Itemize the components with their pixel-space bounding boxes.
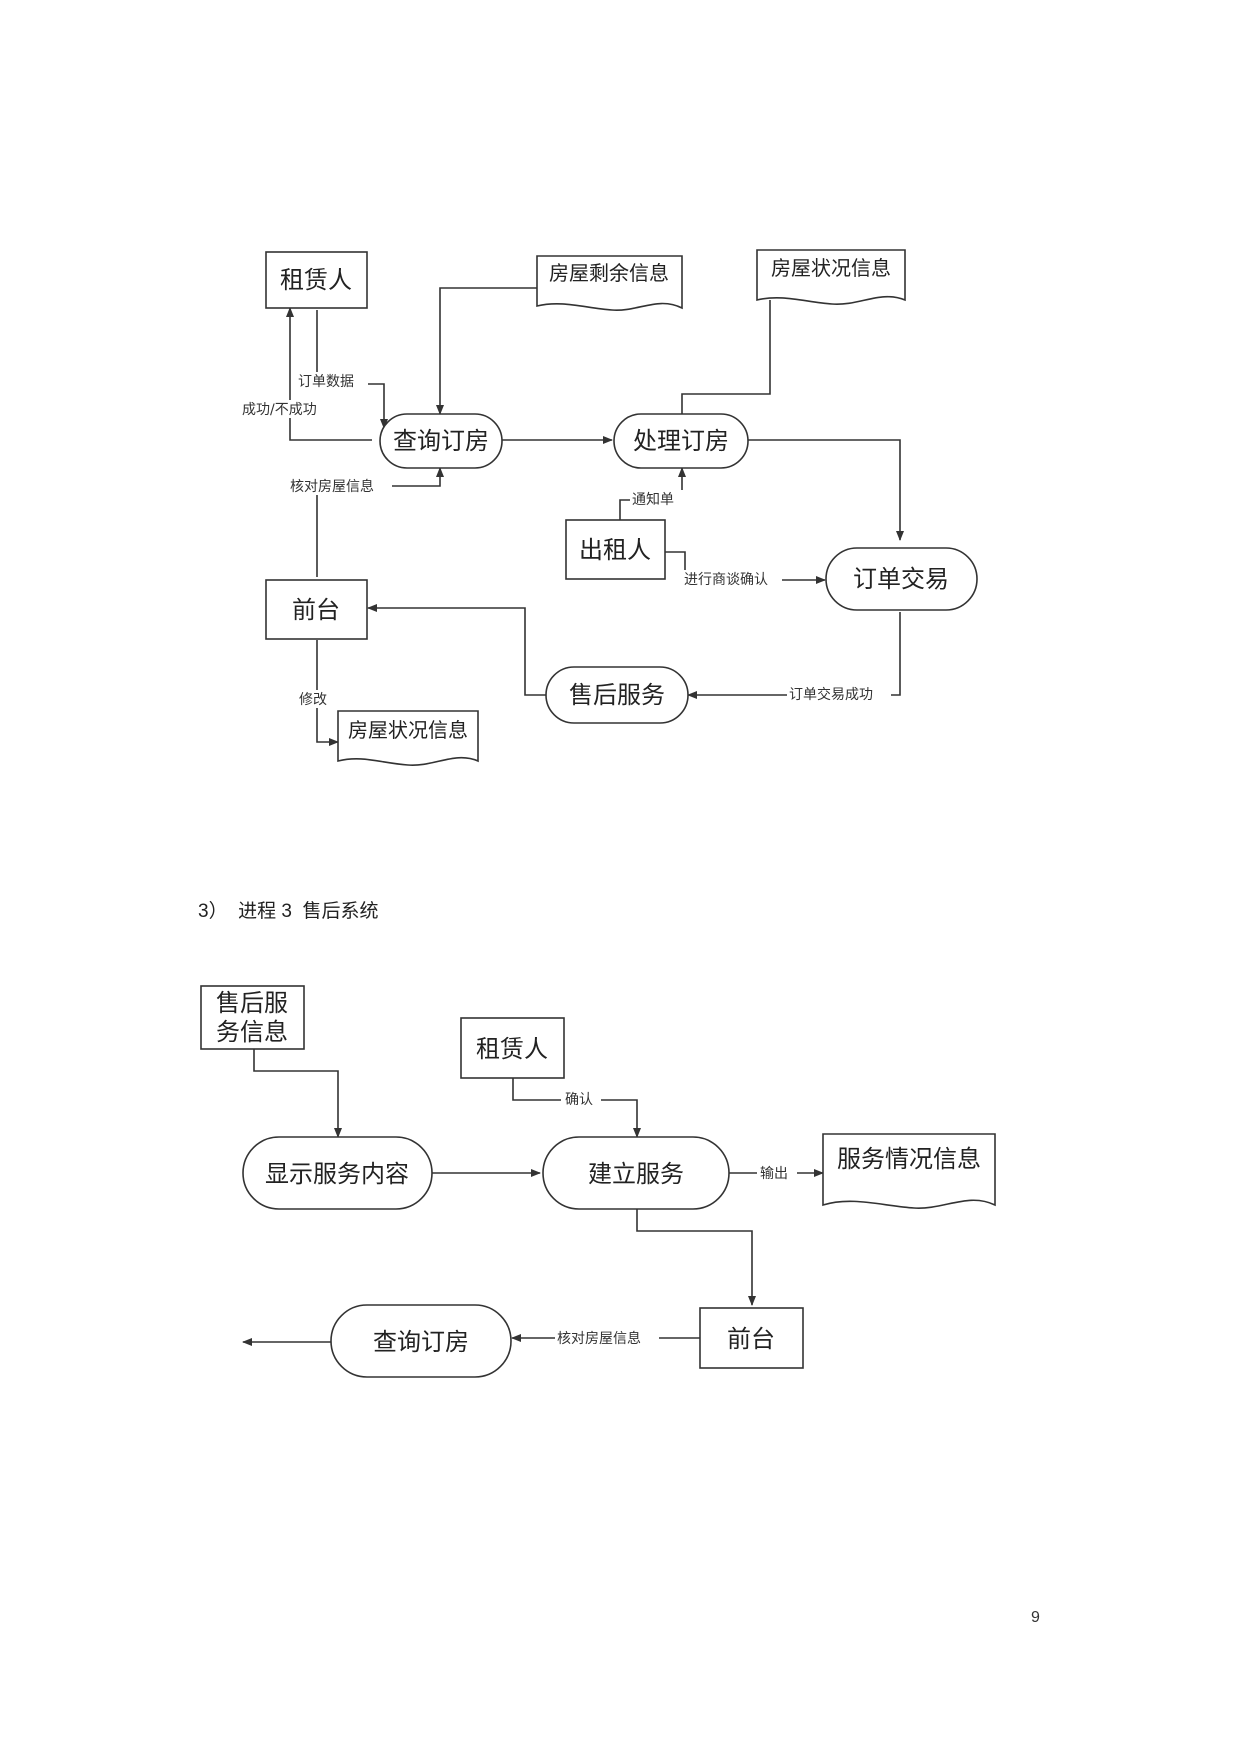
edge-info-to-show [253,1049,342,1138]
document-room-remaining-label: 房屋剩余信息 [549,261,669,285]
document-room-status-top [756,249,906,305]
diagram-2: 确认 输出 核对房屋信息 售后服 务信息 租赁人 显示服务内容 建立服务 服务情… [200,985,996,1378]
document-room-status-bottom [337,710,479,766]
page-number: 9 [1031,1609,1040,1626]
process-query-booking [379,413,503,469]
document-room-remaining [536,255,683,311]
edge-label-check-room-info: 核对房屋信息 [290,478,374,495]
edge-modify [316,640,339,746]
document-service-status [822,1133,996,1209]
edge-label-order-success: 订单交易成功 [789,686,873,703]
entity-renter-label: 租赁人 [280,266,352,294]
entity-after-sales-info-line2: 务信息 [216,1018,288,1046]
edge-label-modify: 修改 [299,692,327,708]
process-establish-service-label: 建立服务 [588,1160,684,1188]
edge-label-success-fail: 成功/不成功 [242,402,317,418]
entity-front-desk-2-label: 前台 [727,1325,775,1353]
process-process-booking-label: 处理订房 [633,427,729,455]
entity-landlord-label: 出租人 [579,536,651,564]
edge-label-negotiate: 进行商谈确认 [684,572,768,588]
document-room-status-top-label: 房屋状况信息 [771,256,891,280]
entity-front-desk-label: 前台 [292,596,340,624]
edge-label-notice: 通知单 [632,491,674,508]
entity-renter-2-label: 租赁人 [476,1035,548,1063]
process-after-sales-label: 售后服务 [569,681,665,709]
edge-establish-to-frontdesk [636,1209,756,1306]
edge-aftersales-to-frontdesk [367,604,546,696]
section-heading: 3） 进程 3 售后系统 [198,896,379,923]
diagram-1: 订单数据 成功/不成功 核对房屋信息 通知单 进行商谈确认 订单交易成功 修改 … [240,249,978,766]
process-show-content [242,1136,433,1210]
document-service-status-label: 服务情况信息 [837,1145,981,1173]
process-query-booking-2 [330,1304,512,1378]
entity-renter [265,251,368,309]
edge-label-order-data: 订单数据 [298,374,354,390]
entity-front-desk [265,579,368,640]
section-title: 进程 3 售后系统 [238,901,379,922]
process-query-booking-label: 查询订房 [393,427,489,455]
process-process-booking [613,413,749,469]
edge-label-check-room-info-2: 核对房屋信息 [557,1330,641,1347]
entity-renter-2 [460,1017,565,1079]
entity-after-sales-info-line1: 售后服 [216,989,288,1017]
edge-process-to-trade [748,439,904,541]
edge-room-status-top [681,300,771,414]
edge-label-confirm: 确认 [565,1092,593,1108]
entity-front-desk-2 [699,1307,804,1369]
edge-success-fail [286,307,372,441]
process-order-trade [825,547,978,611]
entity-landlord [565,519,666,580]
process-order-trade-label: 订单交易 [853,565,949,593]
process-show-content-label: 显示服务内容 [265,1160,409,1188]
document-room-status-bottom-label: 房屋状况信息 [348,718,468,742]
edge-room-remaining [436,287,537,415]
process-after-sales [545,666,689,724]
section-number: 3） [198,901,228,922]
process-establish-service [542,1136,730,1210]
edge-label-output: 输出 [760,1166,788,1182]
process-query-booking-2-label: 查询订房 [373,1328,469,1356]
edge-order-success [687,612,901,699]
entity-after-sales-info [200,985,305,1050]
